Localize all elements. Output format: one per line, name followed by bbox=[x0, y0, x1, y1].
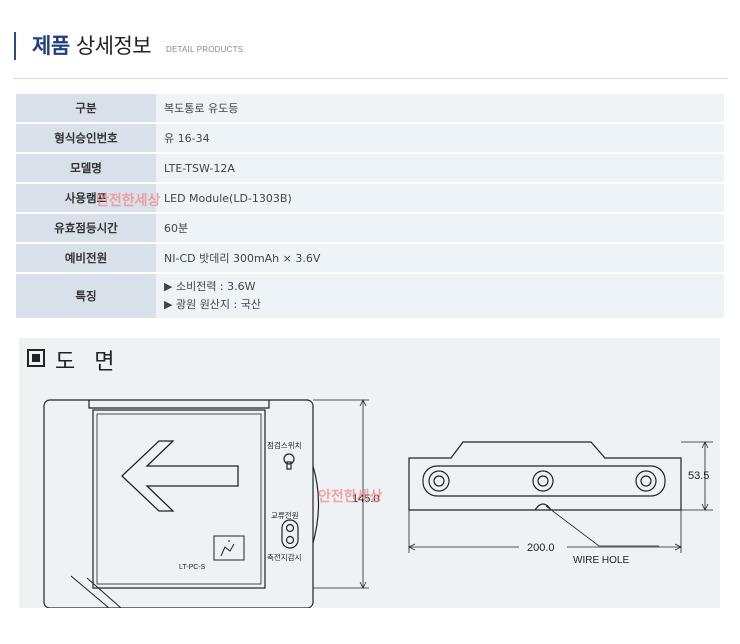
page-title: 제품 상세정보 bbox=[32, 30, 152, 60]
side-lamp-right-icon bbox=[635, 470, 657, 492]
front-side-bulge bbox=[312, 465, 320, 544]
spec-key: 형식승인번호 bbox=[16, 124, 156, 152]
wire-hole-icon bbox=[534, 503, 552, 511]
square-bullet-icon bbox=[27, 349, 45, 367]
wire-hole-leader bbox=[545, 505, 659, 547]
indicator-housing bbox=[281, 519, 299, 549]
drawing-panel bbox=[19, 338, 720, 608]
side-width-dim-line bbox=[408, 510, 682, 553]
table-row: 사용램프 LED Module(LD-1303B) bbox=[16, 184, 724, 212]
title-divider bbox=[14, 78, 728, 79]
wire-hole-label: WIRE HOLE bbox=[573, 555, 629, 566]
spec-key: 유효점등시간 bbox=[16, 214, 156, 242]
spec-value: LED Module(LD-1303B) bbox=[156, 184, 724, 212]
test-switch-lever bbox=[286, 461, 292, 470]
side-width-dim-arrows bbox=[408, 543, 682, 551]
ac-power-label: 교류전원 bbox=[271, 510, 299, 520]
side-lamp-center-inner bbox=[537, 475, 549, 487]
drawing-heading-text: 도 면 bbox=[55, 350, 121, 375]
technical-drawing: 점검스위치 교류전원 축전지감시 LT-PC-S 145.0 200.0 53.… bbox=[43, 399, 713, 608]
front-height-dim-line bbox=[313, 399, 369, 589]
front-view bbox=[43, 399, 369, 608]
table-row: 유효점등시간 60분 bbox=[16, 214, 724, 242]
title-accent-bar bbox=[14, 32, 18, 60]
spec-value: 유 16-34 bbox=[156, 124, 724, 152]
spec-key: 예비전원 bbox=[16, 244, 156, 272]
test-switch-label: 점검스위치 bbox=[267, 440, 302, 450]
side-lamp-left-icon bbox=[428, 470, 450, 492]
front-outer-frame bbox=[43, 399, 314, 608]
side-lamp-center-icon bbox=[532, 470, 554, 492]
spec-key: 구분 bbox=[16, 94, 156, 122]
spec-value: NI-CD 밧데리 300mAh × 3.6V bbox=[156, 244, 724, 272]
side-lamp-right-inner bbox=[640, 475, 652, 487]
spec-key: 모델명 bbox=[16, 154, 156, 182]
spec-value: 60분 bbox=[156, 214, 724, 242]
spec-key: 사용램프 bbox=[16, 184, 156, 212]
side-view bbox=[408, 441, 713, 553]
mount-bracket-lines bbox=[70, 575, 122, 608]
page-title-strong: 제품 bbox=[32, 34, 70, 58]
page-title-rest: 상세정보 bbox=[75, 34, 152, 58]
spec-key: 특징 bbox=[16, 274, 156, 318]
table-row: 형식승인번호 유 16-34 bbox=[16, 124, 724, 152]
drawing-heading: 도 면 bbox=[27, 344, 120, 376]
spec-value-features: ▶ 소비전력 : 3.6W ▶ 광원 원산지 : 국산 bbox=[156, 274, 724, 318]
side-height-dim-arrows bbox=[701, 441, 709, 511]
front-height-dim-label: 145.0 bbox=[352, 493, 380, 505]
front-panel-inner bbox=[96, 413, 262, 585]
page-subtitle: DETAIL PRODUCTS bbox=[166, 45, 244, 54]
feature-item: ▶ 소비전력 : 3.6W bbox=[164, 280, 256, 293]
charge-monitor-label: 축전지감시 bbox=[267, 552, 302, 562]
spec-value: 복도통로 유도등 bbox=[156, 94, 724, 122]
model-tag-label: LT-PC-S bbox=[179, 564, 206, 571]
front-panel bbox=[92, 409, 266, 589]
side-channel bbox=[422, 465, 666, 497]
exit-sign-icon bbox=[213, 535, 245, 561]
test-switch-icon bbox=[283, 453, 295, 465]
side-body-outline bbox=[408, 441, 682, 511]
spec-table: 구분 복도통로 유도등 형식승인번호 유 16-34 모델명 LTE-TSW-1… bbox=[16, 92, 724, 320]
table-row: 특징 ▶ 소비전력 : 3.6W ▶ 광원 원산지 : 국산 bbox=[16, 274, 724, 318]
charge-led-icon bbox=[285, 535, 295, 545]
side-height-dim-line bbox=[681, 441, 713, 511]
direction-arrow-icon bbox=[121, 440, 239, 512]
side-width-dim-label: 200.0 bbox=[527, 542, 555, 554]
running-man-icon bbox=[220, 540, 235, 557]
ac-power-led-icon bbox=[285, 523, 295, 533]
side-lamp-left-inner bbox=[433, 475, 445, 487]
table-row: 모델명 LTE-TSW-12A bbox=[16, 154, 724, 182]
spec-value: LTE-TSW-12A bbox=[156, 154, 724, 182]
feature-item: ▶ 광원 원산지 : 국산 bbox=[164, 298, 261, 311]
side-height-dim-label: 53.5 bbox=[688, 470, 709, 482]
front-height-dim-arrows bbox=[359, 399, 367, 589]
table-row: 구분 복도통로 유도등 bbox=[16, 94, 724, 122]
table-row: 예비전원 NI-CD 밧데리 300mAh × 3.6V bbox=[16, 244, 724, 272]
front-top-tab bbox=[88, 400, 270, 409]
